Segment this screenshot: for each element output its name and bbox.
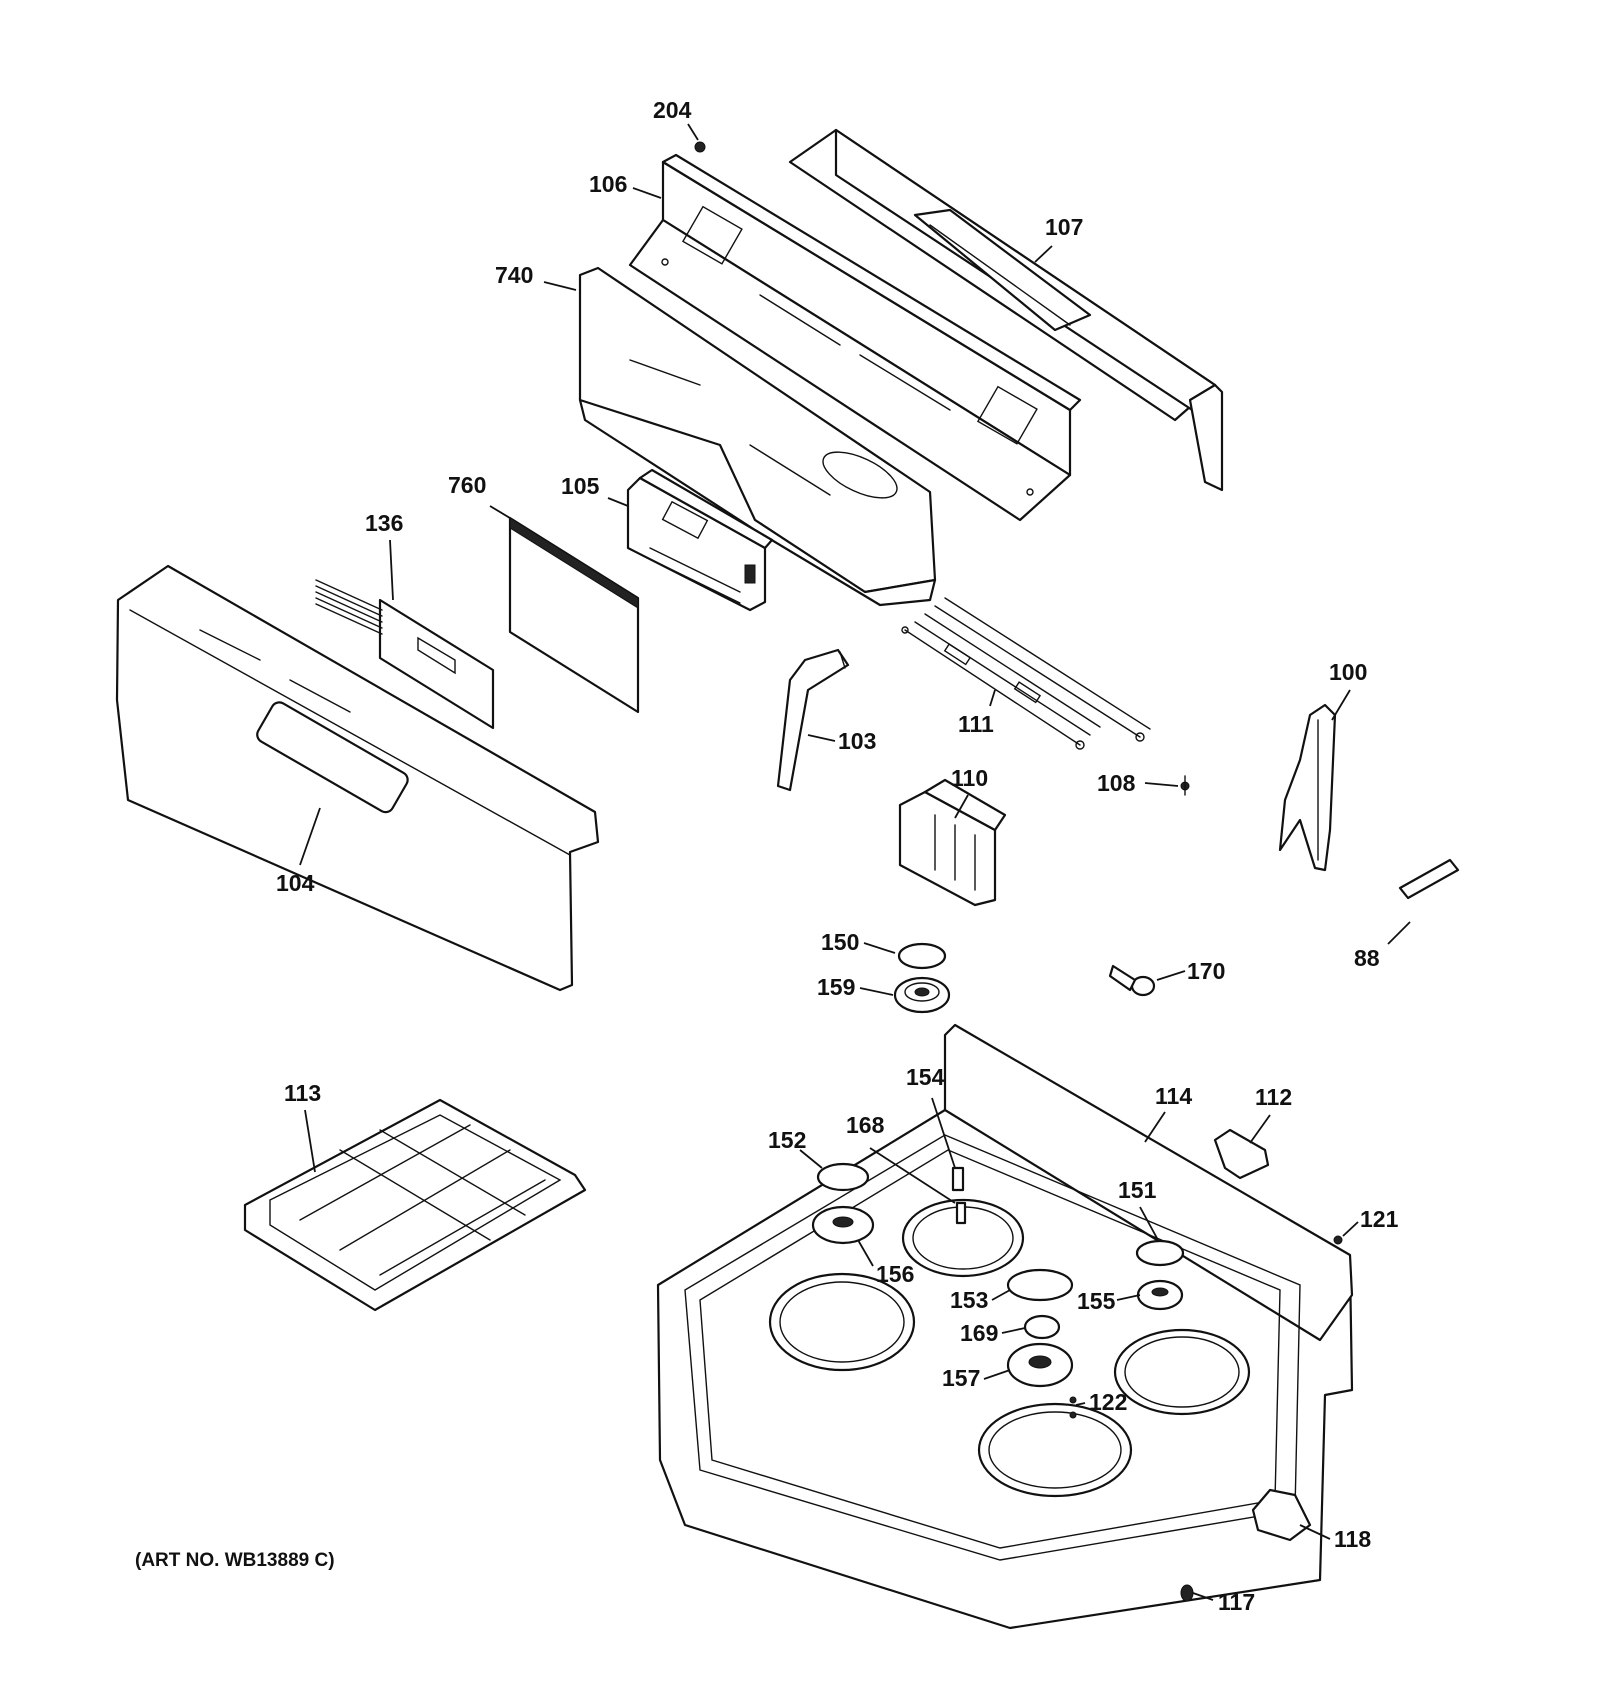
callout-110: 110: [951, 765, 988, 791]
part-118-leveler: [1251, 1488, 1312, 1542]
part-105-electronic-control: [626, 468, 774, 612]
part-153-burner-cap: [1006, 1268, 1074, 1302]
callout-169: 169: [960, 1320, 998, 1346]
callout-114: 114: [1155, 1083, 1192, 1109]
callout-106: 106: [589, 171, 627, 197]
part-152-burner-cap: [816, 1162, 870, 1192]
part-136-interface-board: [315, 579, 495, 730]
part-122-screw: [1069, 1396, 1077, 1419]
part-103-bracket: [776, 648, 850, 792]
callout-118: 118: [1334, 1526, 1371, 1552]
part-204-screw: [694, 141, 706, 153]
part-151-burner-cap: [1135, 1239, 1185, 1267]
part-100-end-cap: [1278, 703, 1337, 872]
callout-88: 88: [1354, 945, 1380, 971]
part-111-wire-harness: [901, 597, 1151, 750]
callout-168: 168: [846, 1112, 885, 1138]
callout-159: 159: [817, 974, 855, 1000]
part-159-burner-head: [893, 976, 951, 1014]
callout-117: 117: [1218, 1589, 1255, 1615]
callout-107: 107: [1045, 214, 1083, 240]
art-number-label: (ART NO. WB13889 C): [135, 1550, 335, 1571]
callout-156: 156: [876, 1261, 914, 1287]
callout-154: 154: [906, 1064, 945, 1090]
part-154-orifice: [951, 1166, 965, 1192]
part-170-screw: [1108, 964, 1156, 997]
part-150-burner-cap: [897, 942, 947, 970]
callout-204: 204: [653, 97, 692, 123]
callout-113: 113: [284, 1080, 321, 1106]
callout-108: 108: [1097, 770, 1136, 796]
part-156-burner-head: [811, 1205, 875, 1245]
callout-170: 170: [1187, 958, 1225, 984]
part-760-glass-panel: [508, 516, 640, 714]
part-107-vent-trim: [788, 128, 1224, 492]
callout-105: 105: [561, 473, 600, 499]
callout-153: 153: [950, 1287, 988, 1313]
part-112-bracket: [1213, 1128, 1270, 1180]
part-168-electrode: [955, 1201, 967, 1225]
part-155-burner-head: [1136, 1279, 1184, 1311]
callout-152: 152: [768, 1127, 806, 1153]
part-106-backguard-frame: [628, 153, 1082, 522]
callout-104: 104: [276, 870, 315, 896]
callout-151: 151: [1118, 1177, 1157, 1203]
callout-760: 760: [448, 472, 486, 498]
part-169-ring: [1023, 1314, 1061, 1340]
callout-112: 112: [1255, 1084, 1292, 1110]
callout-136: 136: [365, 510, 403, 536]
part-157-burner-head: [1006, 1342, 1074, 1388]
part-117-screw: [1180, 1584, 1194, 1602]
callout-111: 111: [958, 711, 994, 737]
part-114-cooktop: [656, 1023, 1354, 1630]
callout-103: 103: [838, 728, 876, 754]
part-104-control-panel: [115, 564, 600, 992]
callout-100: 100: [1329, 659, 1367, 685]
part-740-rear-panel: [578, 266, 937, 607]
part-108-screw: [1180, 775, 1190, 796]
callout-121: 121: [1360, 1206, 1399, 1232]
part-110-terminal-block: [898, 778, 1007, 907]
callout-122: 122: [1089, 1389, 1127, 1415]
callout-150: 150: [821, 929, 859, 955]
part-121-screw: [1333, 1235, 1343, 1245]
part-113-grate: [243, 1098, 587, 1312]
callout-740: 740: [495, 262, 533, 288]
part-88-pin: [1398, 858, 1460, 900]
callout-157: 157: [942, 1365, 980, 1391]
callout-155: 155: [1077, 1288, 1116, 1314]
leader-lines: [299, 123, 1411, 1601]
callout-labels: 204 106 107 740 760 105 136 104 103 111 …: [276, 97, 1399, 1615]
